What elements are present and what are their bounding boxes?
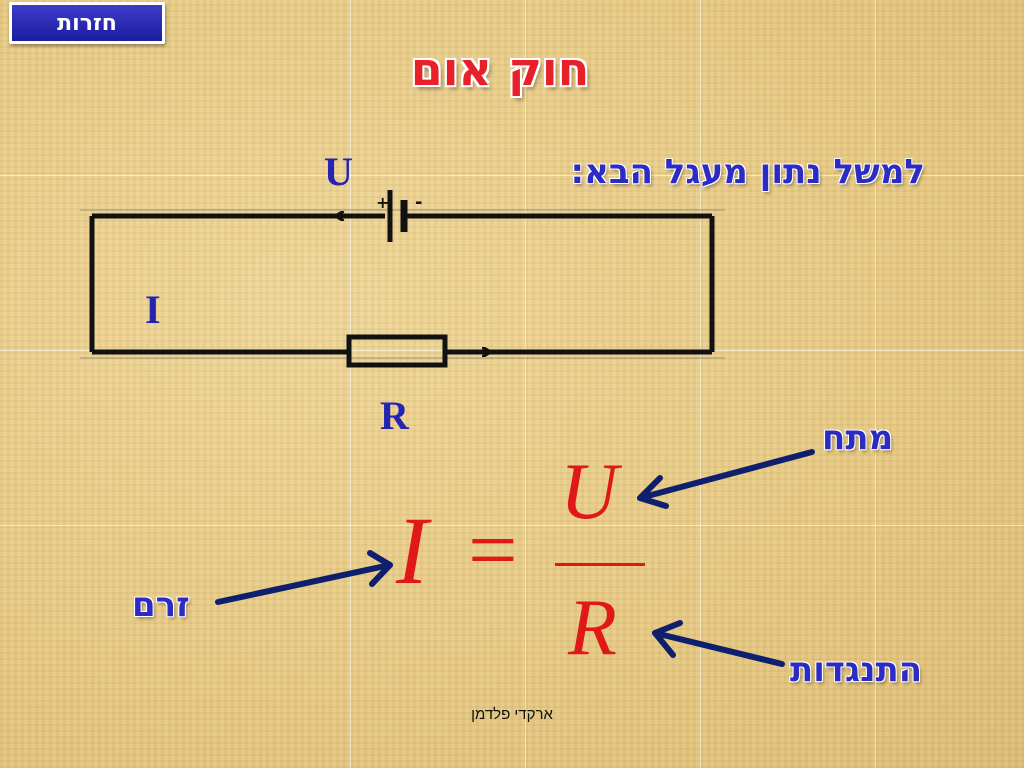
plus-sign: + [376, 193, 389, 212]
grid-line [700, 0, 701, 768]
grid-line [525, 0, 526, 768]
current-pointer-arrow [215, 550, 393, 605]
formula-equals: = [468, 502, 518, 599]
voltage-pointer-arrow [637, 449, 815, 509]
voltage-annotation: מתח [822, 418, 894, 458]
resistance-pointer-arrow [652, 620, 785, 667]
formula-current: I [396, 497, 428, 604]
battery-symbol [387, 190, 408, 242]
formula-denominator: R [568, 584, 617, 672]
grid-line [350, 0, 351, 768]
fraction-bar [555, 563, 645, 566]
resistance-symbol: R [380, 393, 409, 438]
resistance-annotation: התנגדות [790, 650, 923, 690]
slide-subtitle: למשל נתון מעגל הבא: [570, 152, 925, 192]
grid-line [0, 525, 1024, 526]
minus-sign: - [415, 192, 422, 213]
voltage-symbol: U [324, 149, 353, 194]
slide-title: חוק אום [410, 42, 590, 96]
resistor-symbol [346, 334, 448, 368]
grid-line [875, 0, 876, 768]
current-annotation: זרם [132, 585, 190, 625]
grid-line [0, 175, 1024, 176]
back-button[interactable]: חזרות [9, 2, 165, 44]
current-symbol: I [145, 287, 161, 332]
author-footer: ארקדי פלדמן [471, 706, 553, 723]
formula-numerator: U [560, 448, 618, 536]
